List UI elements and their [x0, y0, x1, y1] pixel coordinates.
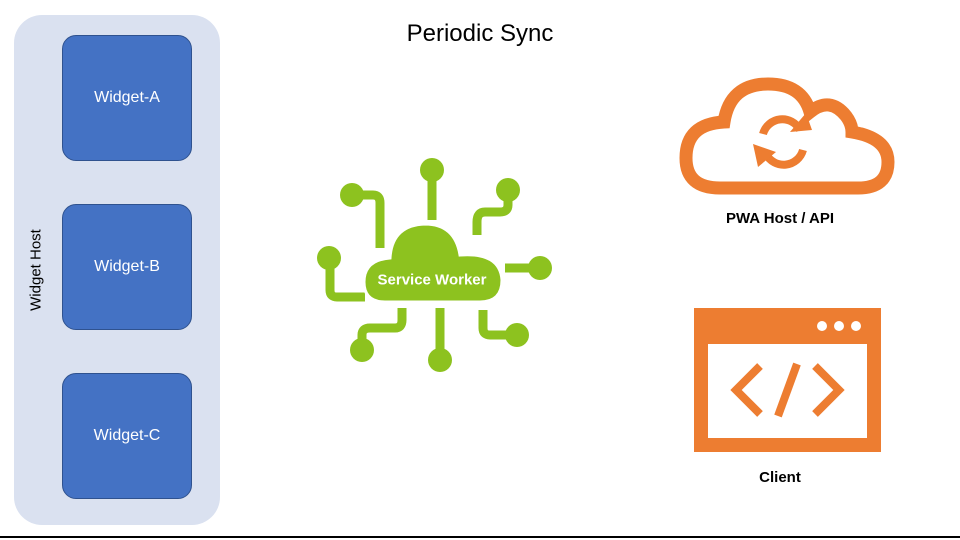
- circuit-cloud-icon: [317, 158, 552, 372]
- bottom-divider: [0, 536, 960, 538]
- code-window-icon: [694, 308, 881, 452]
- widget-a: Widget-A: [62, 35, 192, 161]
- diagram-title: Periodic Sync: [406, 20, 554, 47]
- service-worker-label: Service Worker: [377, 271, 487, 289]
- pwa-host-label: PWA Host / API: [725, 210, 835, 227]
- widget-c: Widget-C: [62, 373, 192, 499]
- widget-b: Widget-B: [62, 204, 192, 330]
- client-label: Client: [759, 469, 801, 486]
- cloud-sync-icon: [679, 77, 895, 195]
